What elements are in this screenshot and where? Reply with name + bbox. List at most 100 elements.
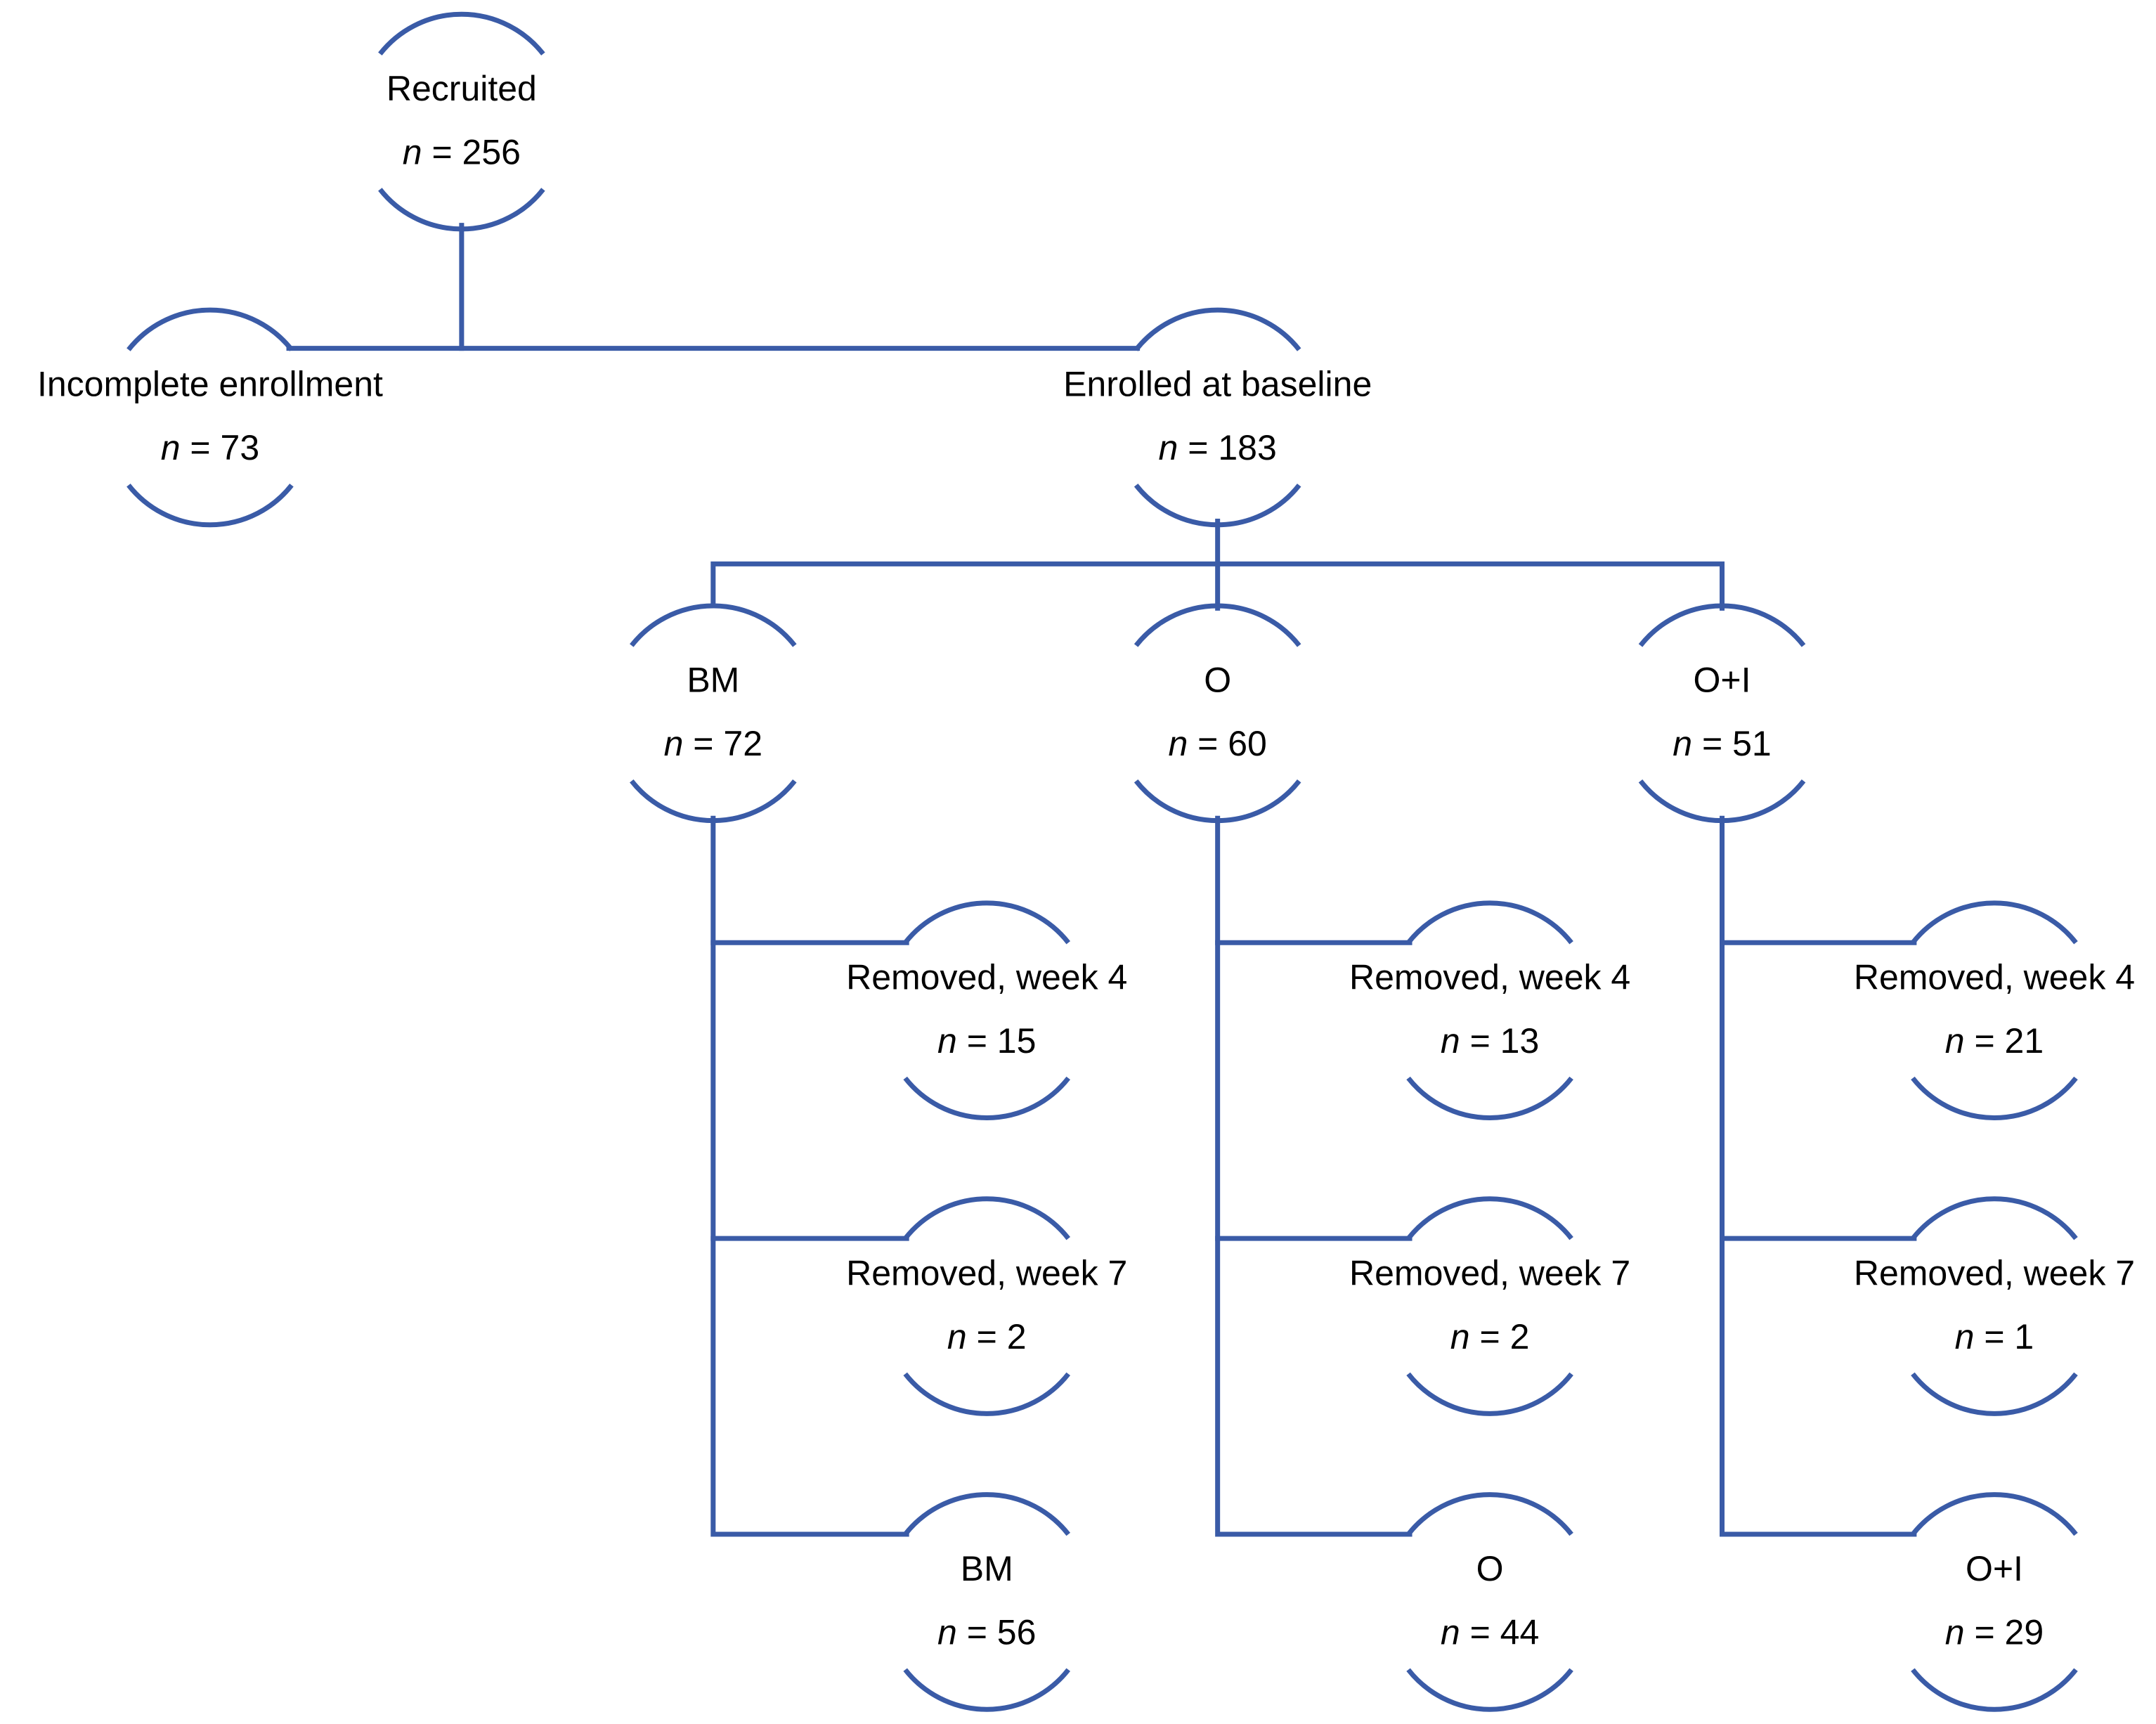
n-value: = 183 — [1178, 428, 1276, 467]
node-bottom-arc — [1406, 1076, 1573, 1120]
node-bottom-arc — [903, 1076, 1071, 1120]
connector-bm-trunk — [710, 815, 909, 1537]
node-top-arc — [1911, 1492, 2078, 1536]
n-value: = 15 — [957, 1021, 1037, 1061]
node-o: On = 60 — [1134, 603, 1301, 824]
node-count: n = 21 — [1945, 1021, 2044, 1061]
node-oi-w4: Removed, week 4n = 21 — [1854, 900, 2135, 1120]
node-count: n = 51 — [1673, 724, 1771, 763]
node-bottom-arc — [126, 484, 294, 528]
node-top-arc — [630, 603, 797, 647]
n-symbol: n — [1945, 1021, 1965, 1061]
node-bottom-arc — [903, 1668, 1071, 1712]
node-label: Enrolled at baseline — [1063, 365, 1372, 404]
n-symbol: n — [1159, 428, 1178, 467]
n-value: = 72 — [683, 724, 762, 763]
node-count: n = 72 — [664, 724, 762, 763]
node-count: n = 183 — [1159, 428, 1277, 467]
node-label: Removed, week 7 — [1349, 1253, 1630, 1292]
node-top-arc — [1406, 1196, 1573, 1240]
node-o-final: On = 44 — [1406, 1492, 1573, 1712]
node-top-arc — [126, 307, 294, 351]
node-label: Removed, week 4 — [846, 957, 1127, 997]
n-symbol: n — [1441, 1021, 1460, 1061]
node-incomplete: Incomplete enrollment n = 73 — [37, 307, 383, 528]
n-value: = 56 — [957, 1613, 1037, 1652]
node-label: Removed, week 4 — [1349, 957, 1630, 997]
n-symbol: n — [1450, 1317, 1470, 1356]
node-enrolled: Enrolled at baseline n = 183 — [1063, 307, 1372, 528]
node-bottom-arc — [1911, 1668, 2078, 1712]
n-value: = 51 — [1692, 724, 1772, 763]
node-bottom-arc — [1134, 779, 1301, 824]
node-bottom-arc — [903, 1372, 1071, 1416]
n-symbol: n — [1673, 724, 1692, 763]
node-label: BM — [961, 1549, 1013, 1588]
n-symbol: n — [947, 1317, 967, 1356]
node-bottom-arc — [1134, 484, 1301, 528]
node-label: O+I — [1966, 1549, 2023, 1588]
node-label: Removed, week 7 — [1854, 1253, 2135, 1292]
node-count: n = 13 — [1441, 1021, 1539, 1061]
node-label: O — [1476, 1549, 1504, 1588]
n-value: = 256 — [422, 132, 521, 171]
n-symbol: n — [1168, 724, 1188, 763]
n-value: = 1 — [1974, 1317, 2034, 1356]
n-value: = 21 — [1965, 1021, 2044, 1061]
node-top-arc — [1911, 900, 2078, 945]
connector-lines — [286, 223, 1917, 1537]
node-label: Recruited — [387, 69, 537, 108]
node-count: n = 60 — [1168, 724, 1266, 763]
node-oi-final: O+I n = 29 — [1911, 1492, 2078, 1712]
node-count: n = 2 — [947, 1317, 1027, 1356]
n-value: = 13 — [1460, 1021, 1540, 1061]
node-oi-w7: Removed, week 7 n = 1 — [1854, 1196, 2135, 1416]
node-label: Incomplete enrollment — [37, 365, 383, 404]
node-bottom-arc — [1911, 1076, 2078, 1120]
node-top-arc — [1406, 1492, 1573, 1536]
node-label: O — [1204, 661, 1231, 700]
n-symbol: n — [1955, 1317, 1975, 1356]
connector-arms-horizontal — [710, 561, 1725, 611]
node-count: n = 29 — [1945, 1613, 2044, 1652]
node-bottom-arc — [630, 779, 797, 824]
node-top-arc — [1638, 603, 1806, 647]
n-value: = 44 — [1460, 1613, 1540, 1652]
node-count: n = 44 — [1441, 1613, 1539, 1652]
node-top-arc — [378, 11, 545, 56]
node-bottom-arc — [378, 188, 545, 232]
node-count: n = 256 — [403, 132, 521, 171]
n-symbol: n — [403, 132, 422, 171]
n-symbol: n — [937, 1021, 957, 1061]
connector-oi-trunk — [1720, 815, 1917, 1537]
node-bm-w7: Removed, week 7 n = 2 — [846, 1196, 1127, 1416]
n-symbol: n — [664, 724, 684, 763]
node-bottom-arc — [1911, 1372, 2078, 1416]
node-label: Removed, week 7 — [846, 1253, 1127, 1292]
n-value: = 2 — [1470, 1317, 1530, 1356]
n-symbol: n — [161, 428, 181, 467]
node-top-arc — [1134, 307, 1301, 351]
node-label: BM — [687, 661, 739, 700]
node-count: n = 15 — [937, 1021, 1036, 1061]
n-value: = 73 — [181, 428, 260, 467]
node-o-w4: Removed, week 4 n = 13 — [1349, 900, 1630, 1120]
node-oi: O+In = 51 — [1638, 603, 1806, 824]
node-top-arc — [903, 900, 1071, 945]
node-bottom-arc — [1638, 779, 1806, 824]
connector-o-trunk — [1215, 815, 1413, 1537]
node-top-arc — [1134, 603, 1301, 647]
node-top-arc — [1406, 900, 1573, 945]
node-count: n = 56 — [937, 1613, 1036, 1652]
node-top-arc — [903, 1492, 1071, 1536]
node-bm: BMn = 72 — [630, 603, 797, 824]
n-symbol: n — [1441, 1613, 1460, 1652]
node-recruited: Recruited n = 256 — [378, 11, 545, 232]
node-bottom-arc — [1406, 1668, 1573, 1712]
node-count: n = 2 — [1450, 1317, 1530, 1356]
node-bm-final: BM n = 56 — [903, 1492, 1071, 1712]
node-bottom-arc — [1406, 1372, 1573, 1416]
n-value: = 60 — [1188, 724, 1267, 763]
